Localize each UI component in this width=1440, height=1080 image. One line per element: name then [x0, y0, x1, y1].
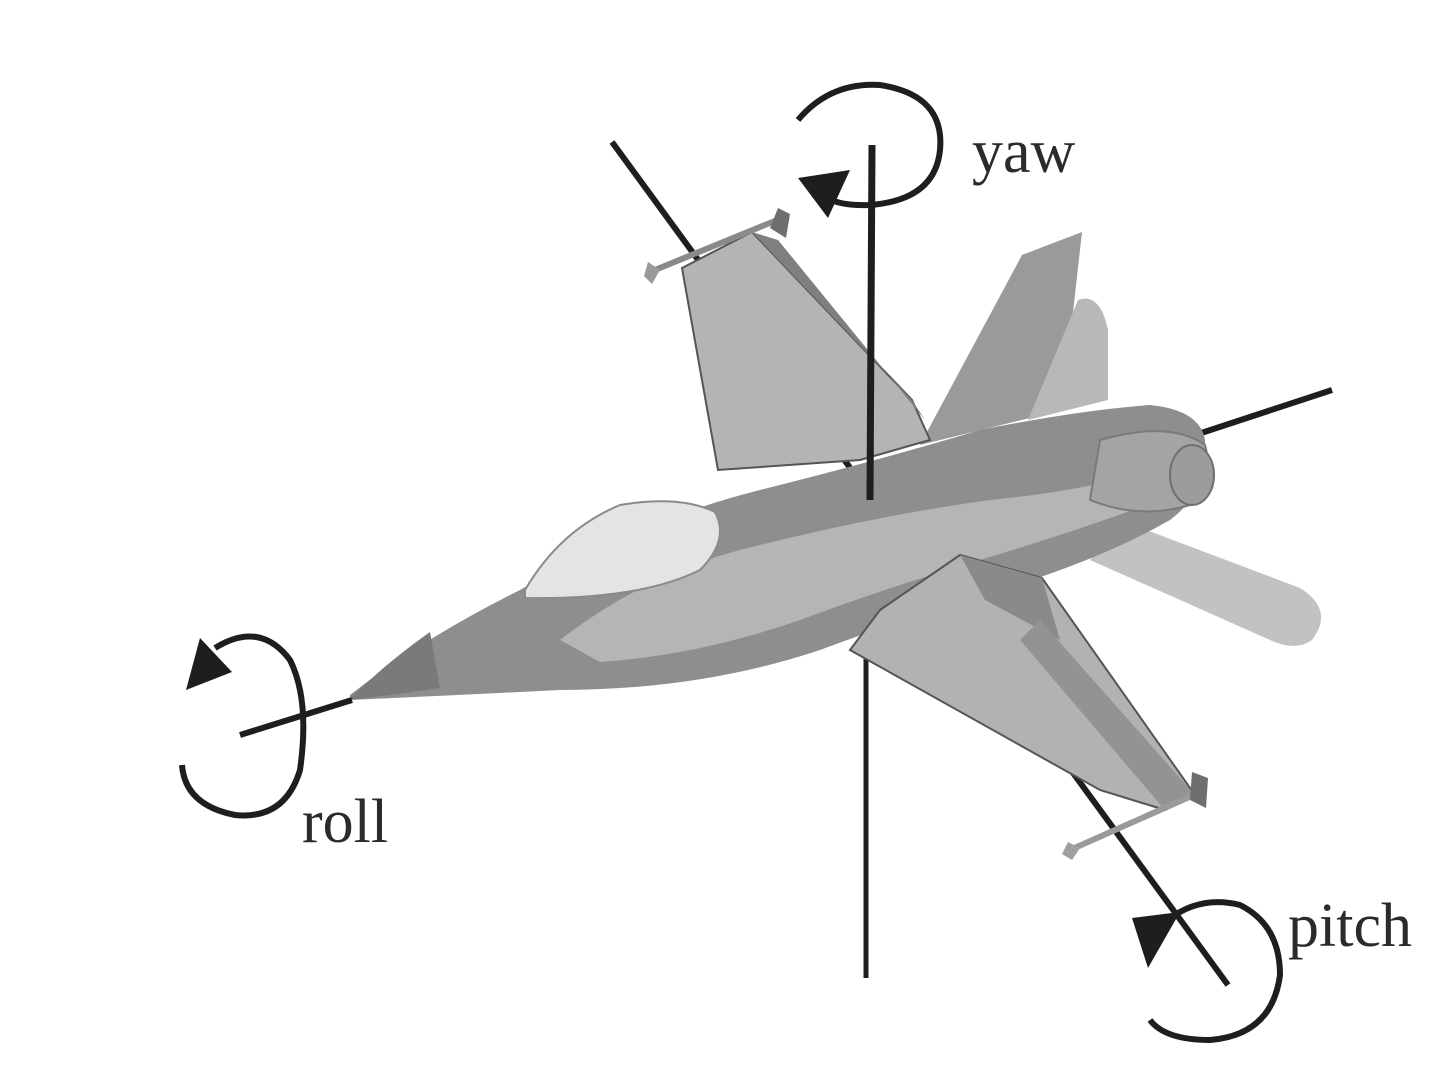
canopy [524, 500, 721, 600]
wing-upper [680, 230, 932, 472]
roll-axis-rear-line [1179, 387, 1333, 443]
vertical-fin-right [1028, 298, 1108, 420]
tail-plane-right [1090, 520, 1322, 646]
aircraft [350, 208, 1322, 860]
roll-rotation-arrow [179, 633, 307, 819]
engine-exhaust [1169, 444, 1215, 506]
roll-axis-front-line [239, 697, 353, 738]
roll-label: roll [302, 788, 388, 856]
missile-upper [644, 208, 790, 284]
nose-cone [350, 632, 440, 700]
wing-lower-leading-edge [960, 555, 1060, 640]
yaw-rotation-arrow [795, 81, 944, 218]
fuselage-top [560, 470, 1160, 662]
pitch-label: pitch [1288, 892, 1412, 960]
yaw-axis-upper-line [866, 144, 876, 501]
wing-lower-flaps [1020, 620, 1195, 810]
yaw-label: yaw [972, 118, 1076, 186]
pitch-rotation-arrow [1132, 899, 1284, 1044]
wing-lower [848, 553, 1197, 812]
missile-lower [1062, 772, 1208, 860]
vertical-fin-left [920, 232, 1082, 445]
